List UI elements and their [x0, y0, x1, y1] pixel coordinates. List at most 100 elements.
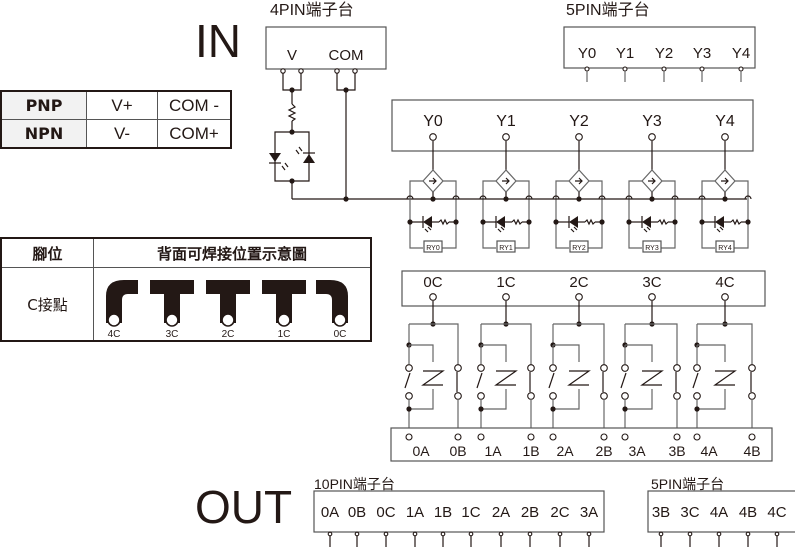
wire-hop: [598, 195, 606, 200]
common-label: 3C: [642, 274, 661, 291]
wire: [442, 180, 457, 249]
terminal-ring: [586, 531, 592, 537]
relay-label: RY0: [426, 245, 440, 252]
arrow-icon: [575, 177, 583, 185]
terminal-ring: [502, 293, 510, 301]
wire: [409, 180, 423, 249]
resistor: [438, 218, 450, 226]
common-label: 1C: [496, 274, 515, 291]
light-arrow-icon: [497, 226, 505, 233]
relay-label-box: [423, 240, 443, 253]
terminal-ring: [575, 133, 583, 141]
polarity-row: NPN V- COM+: [0, 119, 232, 149]
terminal-ring: [738, 66, 744, 72]
terminal-pin-label: 3B: [652, 504, 670, 521]
terminal-ring: [429, 133, 437, 141]
terminal-pin-label: Y1: [616, 45, 634, 62]
resistor: [287, 103, 297, 122]
contact-label: 1A: [484, 443, 502, 459]
terminal-pin-label: 4B: [739, 504, 757, 521]
pad-label: 0C: [334, 329, 347, 340]
contact-terminal-box: [390, 427, 773, 462]
input-channel-label: Y2: [569, 113, 589, 130]
terminal-ring: [527, 364, 535, 372]
terminal-ring: [673, 392, 681, 400]
wire: [697, 323, 753, 369]
switch-contact-icon: [476, 372, 483, 389]
pad-label: 3C: [166, 329, 179, 340]
solder-hole: [221, 313, 235, 327]
wire: [409, 323, 459, 369]
relay-label-box: [642, 240, 662, 253]
out-heading: OUT: [195, 481, 293, 533]
wire: [481, 344, 507, 362]
contact-label: 2A: [556, 443, 574, 459]
relay-coil-icon: [713, 370, 737, 386]
terminal-ring: [405, 364, 413, 372]
terminal-ring: [721, 133, 729, 141]
terminal-ring: [527, 392, 535, 400]
wire-hop: [479, 195, 487, 200]
terminal-ring: [575, 293, 583, 301]
terminal-ring: [454, 433, 462, 441]
terminal-ring: [693, 392, 701, 400]
wire-hop: [552, 195, 560, 200]
out-5pin-title: 5PIN端子台: [651, 476, 725, 492]
wire-hop: [698, 195, 706, 200]
terminal-ring: [687, 531, 693, 537]
junction-dot: [406, 406, 412, 412]
junction-dot: [622, 406, 628, 412]
terminal-ring: [748, 433, 756, 441]
terminal-pin-label: 1C: [461, 504, 480, 521]
terminal-pin-label: 2C: [550, 504, 569, 521]
terminal-ring: [661, 66, 667, 72]
terminal-ring: [280, 68, 286, 74]
pin-row-label: C接點: [0, 267, 94, 342]
wire: [697, 344, 726, 362]
common-label: 0C: [423, 274, 442, 291]
terminal-pin-label: 1A: [406, 504, 424, 521]
wire: [409, 344, 434, 362]
terminal-ring: [468, 531, 474, 537]
pad-label: 2C: [222, 329, 235, 340]
contact-label: 3A: [628, 443, 646, 459]
relay-label: RY2: [572, 245, 586, 252]
terminal-ring: [549, 433, 557, 441]
terminal-ring: [549, 364, 557, 372]
terminal-ring: [584, 66, 590, 72]
junction-dot: [550, 406, 556, 412]
terminal-pin-label: COM: [329, 47, 364, 64]
input-channel-label: Y4: [715, 113, 735, 130]
terminal-ring: [440, 531, 446, 537]
relay-label: RY1: [499, 245, 513, 252]
common-label: 2C: [569, 274, 588, 291]
light-arrow-icon: [570, 226, 578, 233]
relay-label-box: [715, 240, 735, 253]
light-arrow-icon: [716, 226, 724, 233]
terminal-pin-label: 2A: [492, 504, 510, 521]
solder-hole: [277, 313, 291, 327]
contact-label: 4B: [743, 443, 760, 459]
solder-pad: [206, 280, 250, 323]
input-channel-label: Y1: [496, 113, 516, 130]
terminal-ring: [298, 68, 304, 74]
pin-header-col1: 腳位: [0, 237, 94, 268]
terminal-ring: [774, 531, 780, 537]
polarity-com: COM+: [157, 119, 232, 149]
solder-hole: [165, 313, 179, 327]
resistor: [584, 218, 596, 226]
terminal-pin-label: V: [287, 47, 297, 64]
terminal-pin-label: 2B: [521, 504, 539, 521]
in-5pin-terminal: [563, 26, 756, 69]
terminal-ring: [600, 364, 608, 372]
contact-label: 1B: [522, 443, 539, 459]
terminal-ring: [673, 364, 681, 372]
terminal-pin-label: Y2: [655, 45, 673, 62]
terminal-ring: [502, 133, 510, 141]
pad-label: 4C: [108, 329, 121, 340]
terminal-ring: [721, 293, 729, 301]
wire: [701, 180, 715, 249]
wire: [555, 180, 569, 249]
terminal-ring: [454, 392, 462, 400]
